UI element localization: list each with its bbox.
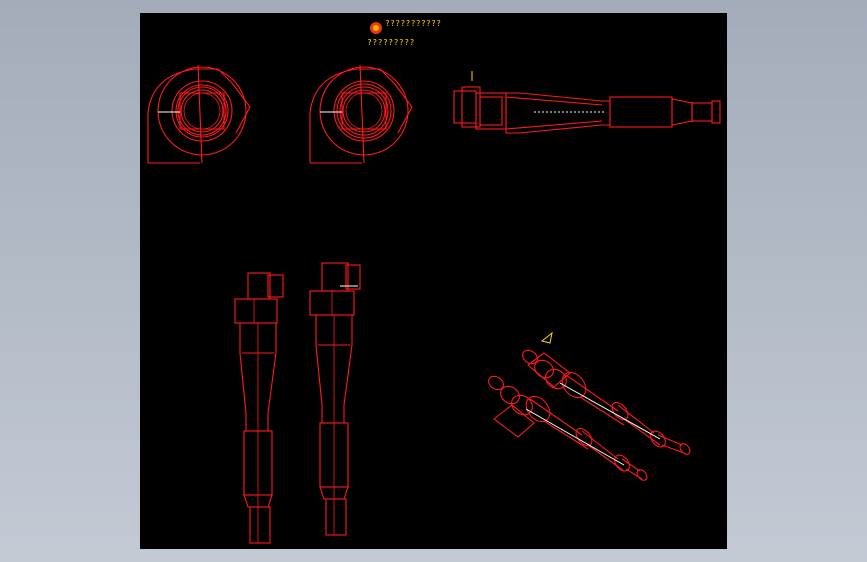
logo-icon	[370, 22, 382, 34]
drawing-svg	[147, 22, 721, 544]
front-view-right	[309, 262, 361, 536]
top-view-right	[309, 64, 413, 164]
isometric-view	[488, 331, 691, 481]
front-view-left	[234, 272, 284, 544]
side-view	[453, 71, 721, 134]
logo-text: ???????????	[385, 19, 442, 28]
top-view-left	[147, 64, 251, 164]
drawing-title: ?????????	[367, 38, 415, 47]
cad-drawing-canvas: ??????????? ?????????	[140, 13, 727, 549]
